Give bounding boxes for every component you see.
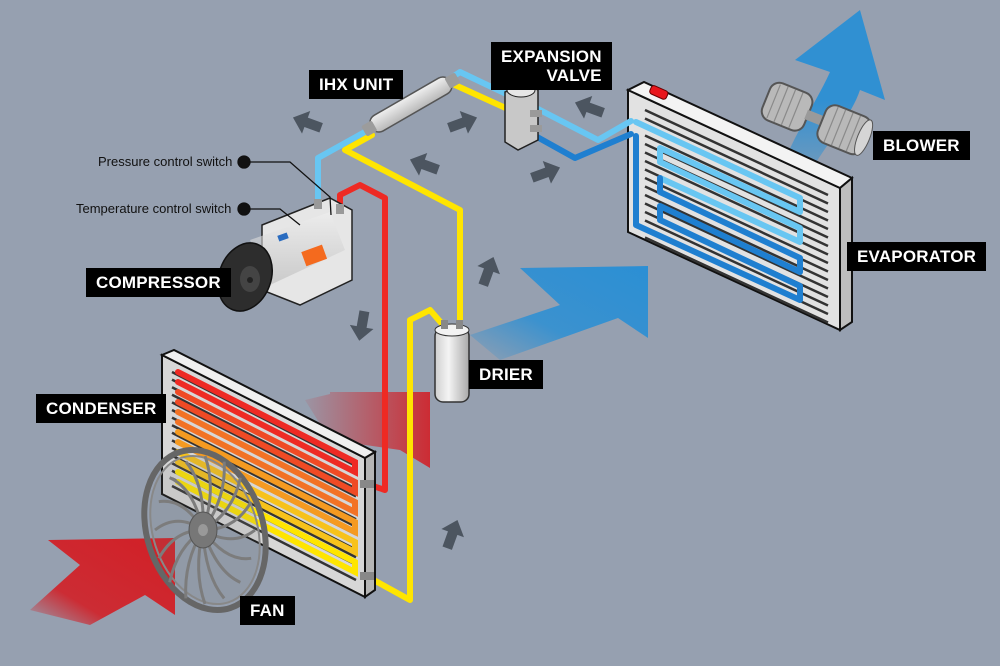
evaporator-coil-top (633, 119, 803, 245)
compressor (217, 197, 353, 312)
fan (141, 446, 269, 614)
callout-pressure-control-switch: Pressure control switch (98, 154, 233, 169)
label-condenser: CONDENSER (36, 394, 167, 423)
low-pressure-liquid-line (527, 130, 634, 161)
high-pressure-liquid-line-1 (342, 132, 463, 328)
evaporator-fin (644, 236, 829, 324)
low-pressure-gas-line-2 (315, 125, 375, 208)
evaporator-fin (644, 108, 829, 197)
condenser-coil (175, 449, 358, 557)
callout-temperature-control-switch: Temperature control switch (76, 201, 232, 216)
refrigerant-lines (315, 69, 634, 603)
evaporator-fin (644, 202, 829, 290)
condenser-fin (171, 424, 357, 521)
blower (760, 81, 874, 156)
ihx-unit (361, 73, 460, 136)
label-ihx-unit: IHX UNIT (309, 70, 404, 99)
condenser-coil (175, 369, 358, 477)
high-pressure-liquid-line-3 (367, 307, 446, 603)
cold-air-arrow-up (780, 10, 885, 190)
label-evaporator: EVAPORATOR (847, 242, 987, 271)
flow-direction-arrow (409, 153, 440, 176)
condenser-fin (171, 393, 357, 490)
label-blower: BLOWER (873, 131, 970, 160)
condenser-coil (175, 389, 358, 497)
flow-direction-arrow (477, 256, 500, 287)
high-pressure-liquid-line-2 (452, 82, 513, 113)
condenser-coil (175, 429, 358, 537)
drier (434, 320, 470, 403)
evaporator (625, 80, 854, 332)
evaporator-fin (644, 117, 829, 205)
evaporator-fin (644, 176, 829, 265)
hot-air-arrow-fan (30, 538, 175, 625)
high-pressure-gas-line (337, 182, 388, 493)
flow-direction-arrow (574, 96, 605, 119)
label-compressor: COMPRESSOR (86, 268, 231, 297)
hot-air-arrow-condenser (305, 392, 430, 468)
flow-direction-arrow (530, 161, 561, 184)
flow-arrows (292, 96, 605, 550)
expansion-valve (504, 82, 542, 151)
callout-leaders (237, 155, 332, 226)
label-fan: FAN (240, 596, 295, 625)
condenser-fin (171, 462, 357, 559)
flow-direction-arrow (447, 111, 478, 134)
label-expansion-valve: EXPANSION VALVE (491, 42, 612, 90)
flow-direction-arrow (349, 310, 374, 341)
condenser-coil (175, 409, 358, 517)
cold-air-arrow-right (470, 266, 648, 360)
condenser-fin (171, 401, 357, 498)
flow-direction-arrow (441, 519, 464, 550)
label-drier: DRIER (469, 360, 543, 389)
evaporator-coil-bottom (633, 133, 803, 303)
flow-direction-arrow (292, 111, 323, 134)
